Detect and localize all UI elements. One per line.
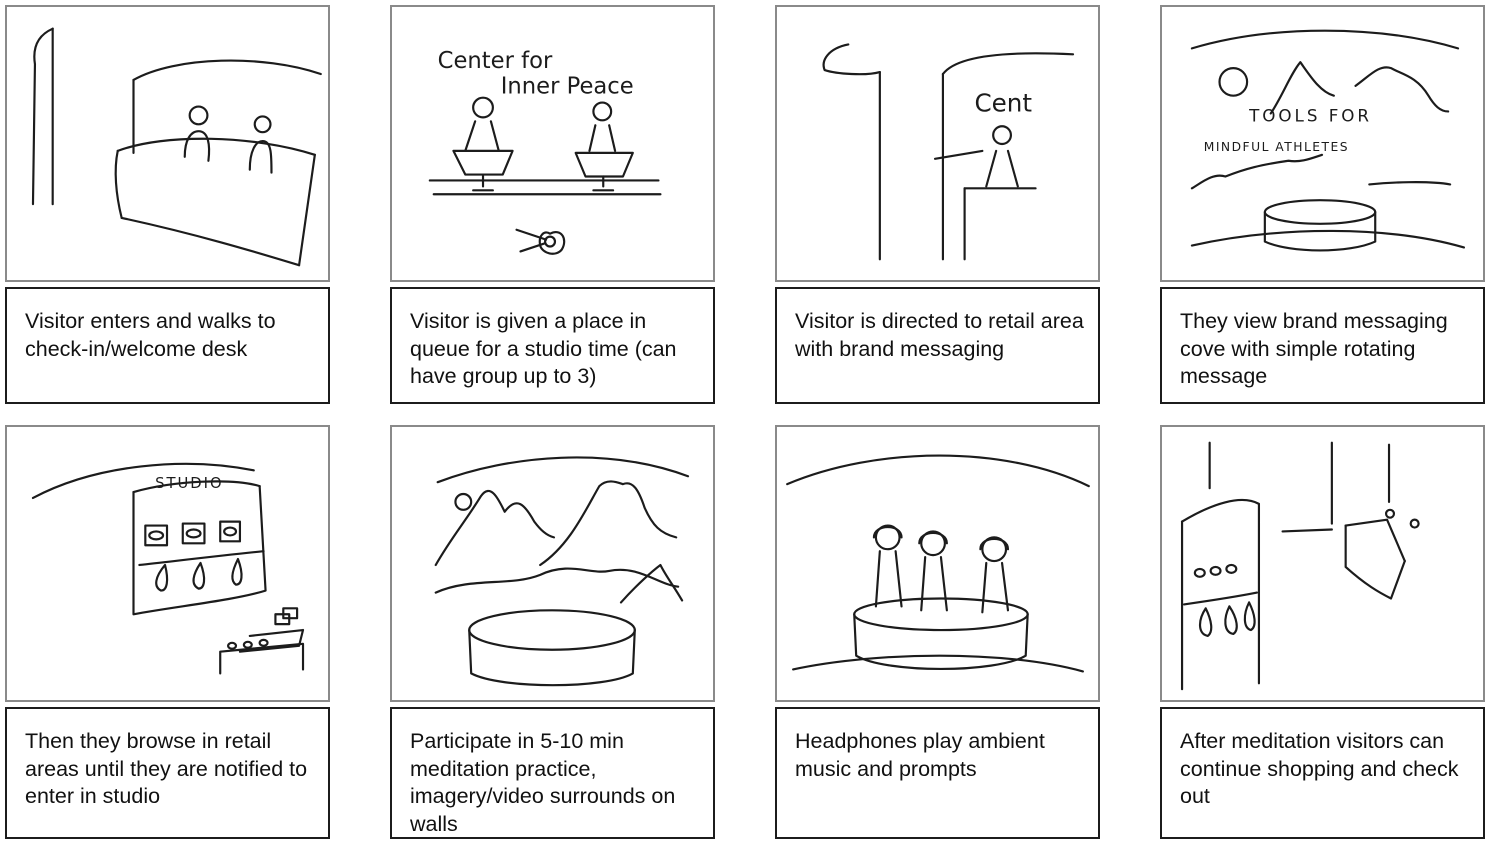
caption-1: Visitor enters and walks to check-in/wel… <box>5 287 330 404</box>
sketch-label-studio: STUDIO <box>155 475 223 492</box>
meditation-studio-sketch <box>434 456 690 687</box>
sketch-panel-5: STUDIO <box>5 425 330 702</box>
sketch-label-center-for: Center for <box>438 48 553 74</box>
caption-7: Headphones play ambient music and prompt… <box>775 707 1100 839</box>
brand-messaging-cove-sketch: TOOLS FOR MINDFUL ATHLETES <box>1190 29 1466 252</box>
sketch-panel-8 <box>1160 425 1485 702</box>
sketch-panel-3: Cent <box>775 5 1100 282</box>
sketch-label-tools-for: TOOLS FOR <box>1248 105 1372 125</box>
sketch-label-cent: Cent <box>974 88 1032 117</box>
welcome-desk-sketch <box>31 27 322 267</box>
retail-direction-sketch: Cent <box>822 43 1075 261</box>
sketch-panel-1 <box>5 5 330 282</box>
sketch-label-mindful-athletes: MINDFUL ATHLETES <box>1204 140 1349 154</box>
sketch-panel-7 <box>775 425 1100 702</box>
checkout-shopping-sketch <box>1180 441 1420 691</box>
caption-4: They view brand messaging cove with simp… <box>1160 287 1485 404</box>
caption-6: Participate in 5-10 min meditation pract… <box>390 707 715 839</box>
caption-5: Then they browse in retail areas until t… <box>5 707 330 839</box>
sketch-panel-4: TOOLS FOR MINDFUL ATHLETES <box>1160 5 1485 282</box>
caption-8: After meditation visitors can continue s… <box>1160 707 1485 839</box>
sketch-panel-6 <box>390 425 715 702</box>
check-in-queue-sketch: Center for Inner Peace <box>428 48 662 255</box>
sketch-label-inner-peace: Inner Peace <box>501 74 634 100</box>
retail-studio-browse-sketch: STUDIO <box>31 462 305 675</box>
caption-2: Visitor is given a place in queue for a … <box>390 287 715 404</box>
sketch-panel-2: Center for Inner Peace <box>390 5 715 282</box>
caption-3: Visitor is directed to retail area with … <box>775 287 1100 404</box>
headphones-meditation-sketch <box>786 454 1090 673</box>
